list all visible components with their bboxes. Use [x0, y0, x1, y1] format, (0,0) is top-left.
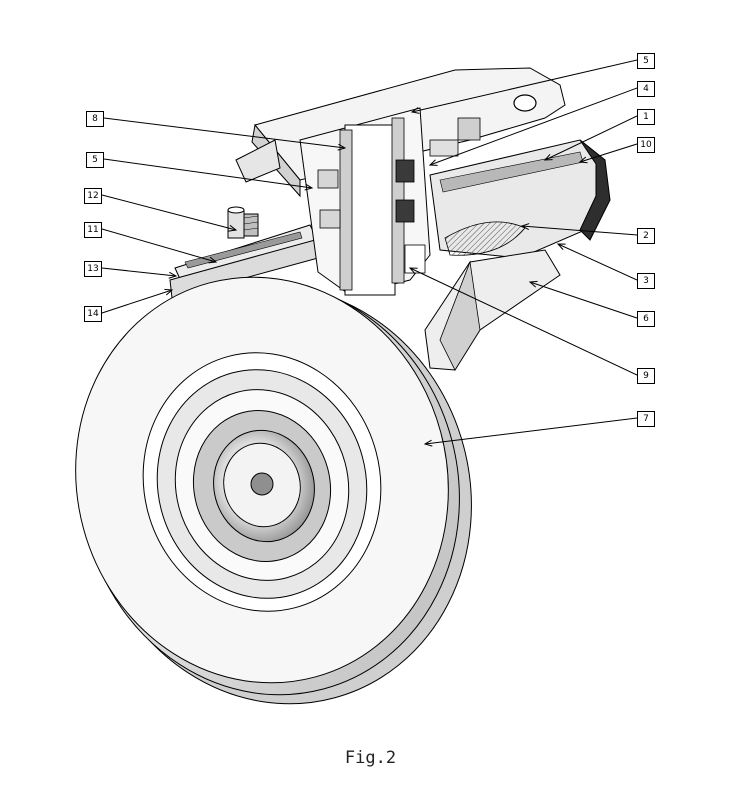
- bolt: [227, 206, 259, 239]
- leader-line: [101, 267, 177, 277]
- callout-12: 12: [84, 188, 102, 204]
- leader-arrowhead: [428, 159, 438, 166]
- callout-8: 8: [86, 111, 104, 127]
- leader-arrowhead: [578, 156, 588, 164]
- callout-9: 9: [637, 368, 655, 384]
- leader-arrowhead: [168, 271, 178, 279]
- leader-arrowhead: [304, 183, 314, 191]
- leader-arrowhead: [543, 153, 553, 161]
- leader-line: [101, 194, 237, 231]
- leader-line: [103, 158, 313, 189]
- leader-line: [521, 225, 638, 236]
- callout-5-top: 5: [637, 53, 655, 69]
- leader-arrowhead: [208, 256, 218, 264]
- central-column: [299, 107, 481, 296]
- callout-7: 7: [637, 411, 655, 427]
- callout-11: 11: [84, 222, 102, 238]
- callout-14: 14: [84, 306, 102, 322]
- callout-4: 4: [637, 81, 655, 97]
- leader-arrowhead: [520, 223, 530, 230]
- leader-line: [101, 289, 173, 314]
- callout-13: 13: [84, 261, 102, 277]
- leader-arrowhead: [337, 143, 347, 151]
- leader-line: [557, 243, 638, 281]
- callout-3: 3: [637, 273, 655, 289]
- figure-caption: Fig.2: [344, 748, 397, 768]
- leader-line: [409, 267, 638, 376]
- leader-line: [429, 87, 638, 166]
- leader-line: [544, 115, 638, 161]
- leader-arrowhead: [528, 280, 538, 288]
- callout-6: 6: [637, 311, 655, 327]
- leader-arrowhead: [410, 107, 420, 114]
- callout-10: 10: [637, 137, 655, 153]
- leader-lines: [101, 59, 638, 447]
- callout-2: 2: [637, 228, 655, 244]
- leader-line: [411, 59, 638, 113]
- leader-line: [103, 117, 346, 149]
- leader-arrowhead: [228, 224, 238, 232]
- upper-housing-right: [429, 139, 611, 259]
- callout-5-left: 5: [86, 152, 104, 168]
- leader-arrowhead: [408, 267, 418, 275]
- leader-arrowhead: [556, 243, 566, 250]
- callout-1: 1: [637, 109, 655, 125]
- leader-line: [529, 281, 638, 319]
- support-arm: [424, 249, 561, 371]
- large-wheel: [75, 276, 472, 705]
- leader-line: [579, 143, 638, 163]
- leader-arrowhead: [423, 439, 433, 447]
- leader-arrowhead: [164, 288, 174, 296]
- leader-line: [424, 417, 638, 445]
- leader-line: [101, 228, 217, 263]
